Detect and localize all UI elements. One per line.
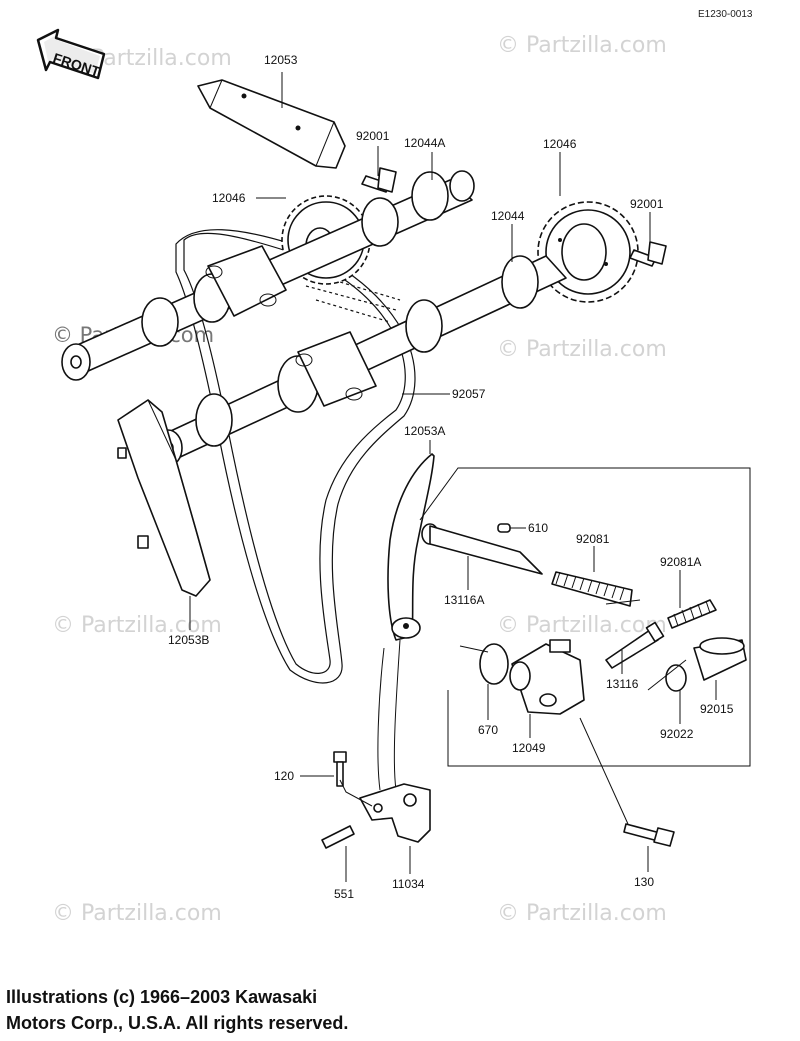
part-label: 12044: [491, 209, 525, 223]
copyright-line: Motors Corp., U.S.A. All rights reserved…: [6, 1013, 349, 1033]
part-label: 12053A: [404, 424, 445, 438]
bolt-92001-top: [361, 167, 397, 193]
part-label: 12044A: [404, 136, 445, 150]
part-label: 120: [274, 769, 294, 783]
part-labels: 12053 92001 12044A 12046 12046 92001 120…: [168, 53, 734, 901]
pushrod-13116A: [421, 523, 543, 575]
watermark: © Partzilla.com: [497, 901, 667, 926]
chain-guide-left: [117, 399, 211, 597]
tensioner-body-12049: [509, 639, 585, 715]
part-label: 670: [478, 723, 498, 737]
leader-lines: [189, 72, 717, 882]
copyright-notice: Illustrations (c) 1966–2003 Kawasaki Mot…: [6, 984, 526, 1036]
part-label: 12053: [264, 53, 298, 67]
part-label: 610: [528, 521, 548, 535]
part-label: 92081: [576, 532, 610, 546]
part-label: 92022: [660, 727, 694, 741]
part-label: 13116A: [444, 593, 484, 607]
bolt-130: [623, 823, 675, 847]
part-label: 92057: [452, 387, 486, 401]
part-label: 551: [334, 887, 354, 901]
bolt-92001-right: [629, 241, 667, 267]
camshaft-left: [61, 170, 475, 381]
o-ring-670: [479, 643, 509, 685]
watermark: © Partzilla.com: [52, 901, 222, 926]
copyright-line: Illustrations (c) 1966–2003 Kawasaki: [6, 987, 318, 1007]
part-label: 92001: [356, 129, 390, 143]
part-label: 130: [634, 875, 654, 889]
camshaft-right: [153, 255, 567, 467]
part-label: 92001: [630, 197, 664, 211]
part-label: 12046: [543, 137, 577, 151]
pin-551: [321, 825, 355, 849]
watermark: © Partzilla.com: [52, 613, 222, 638]
part-label: 12053B: [168, 633, 209, 647]
part-label: 12046: [212, 191, 246, 205]
part-label: 92081A: [660, 555, 701, 569]
bracket-11034: [359, 783, 431, 843]
part-label: 11034: [392, 877, 425, 891]
spring-92081: [551, 571, 633, 607]
cap-92015: [693, 637, 747, 681]
tensioner-arm: [377, 453, 435, 791]
part-label: 12049: [512, 741, 546, 755]
diagram-code: E1230-0013: [698, 9, 753, 20]
part-label: 13116: [606, 677, 639, 691]
watermark: © Partzilla.com: [497, 337, 667, 362]
tensioner-box-outline: [419, 467, 751, 767]
sprocket-right: [537, 201, 639, 303]
front-arrow-icon: FRONT: [36, 28, 106, 80]
bolt-120: [333, 751, 347, 787]
watermark: © Partzilla.com: [497, 33, 667, 58]
watermark: © Partzilla.com: [497, 613, 667, 638]
part-label: 92015: [700, 702, 734, 716]
plunger-13116: [605, 621, 665, 669]
pin-610: [497, 523, 511, 533]
ring-92022: [665, 664, 687, 692]
spring-92081A: [667, 599, 717, 629]
chain-guide-upper: [197, 79, 346, 169]
